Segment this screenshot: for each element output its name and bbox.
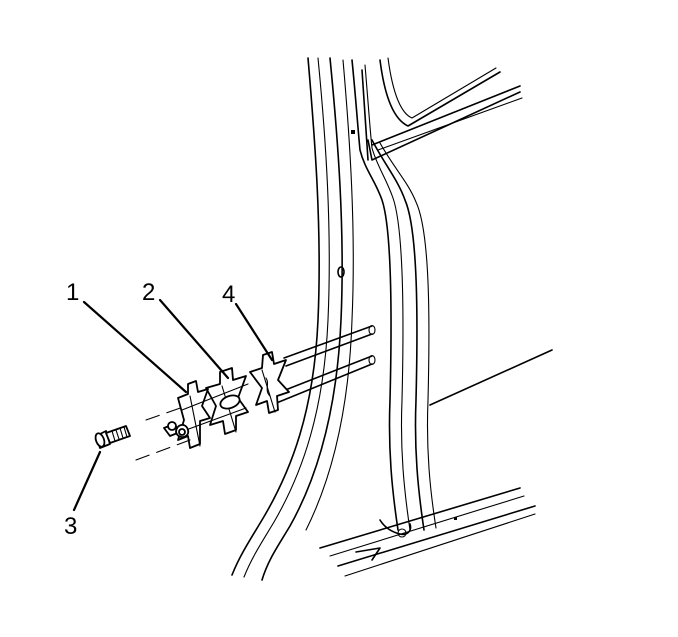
body-pillar — [231, 57, 437, 581]
backing-plate-1 — [163, 380, 249, 449]
leader-lines — [72, 298, 274, 512]
striker-studs — [269, 324, 376, 405]
bolt-centerlines — [135, 405, 191, 461]
spacer-plate-4 — [249, 351, 290, 414]
rocker-sill — [319, 349, 553, 577]
callout-4: 4 — [222, 281, 235, 308]
callout-3: 3 — [64, 513, 77, 540]
bolt-3 — [94, 425, 131, 449]
callout-1: 1 — [66, 279, 79, 306]
upper-frame — [361, 57, 523, 161]
callout-2: 2 — [142, 279, 155, 306]
